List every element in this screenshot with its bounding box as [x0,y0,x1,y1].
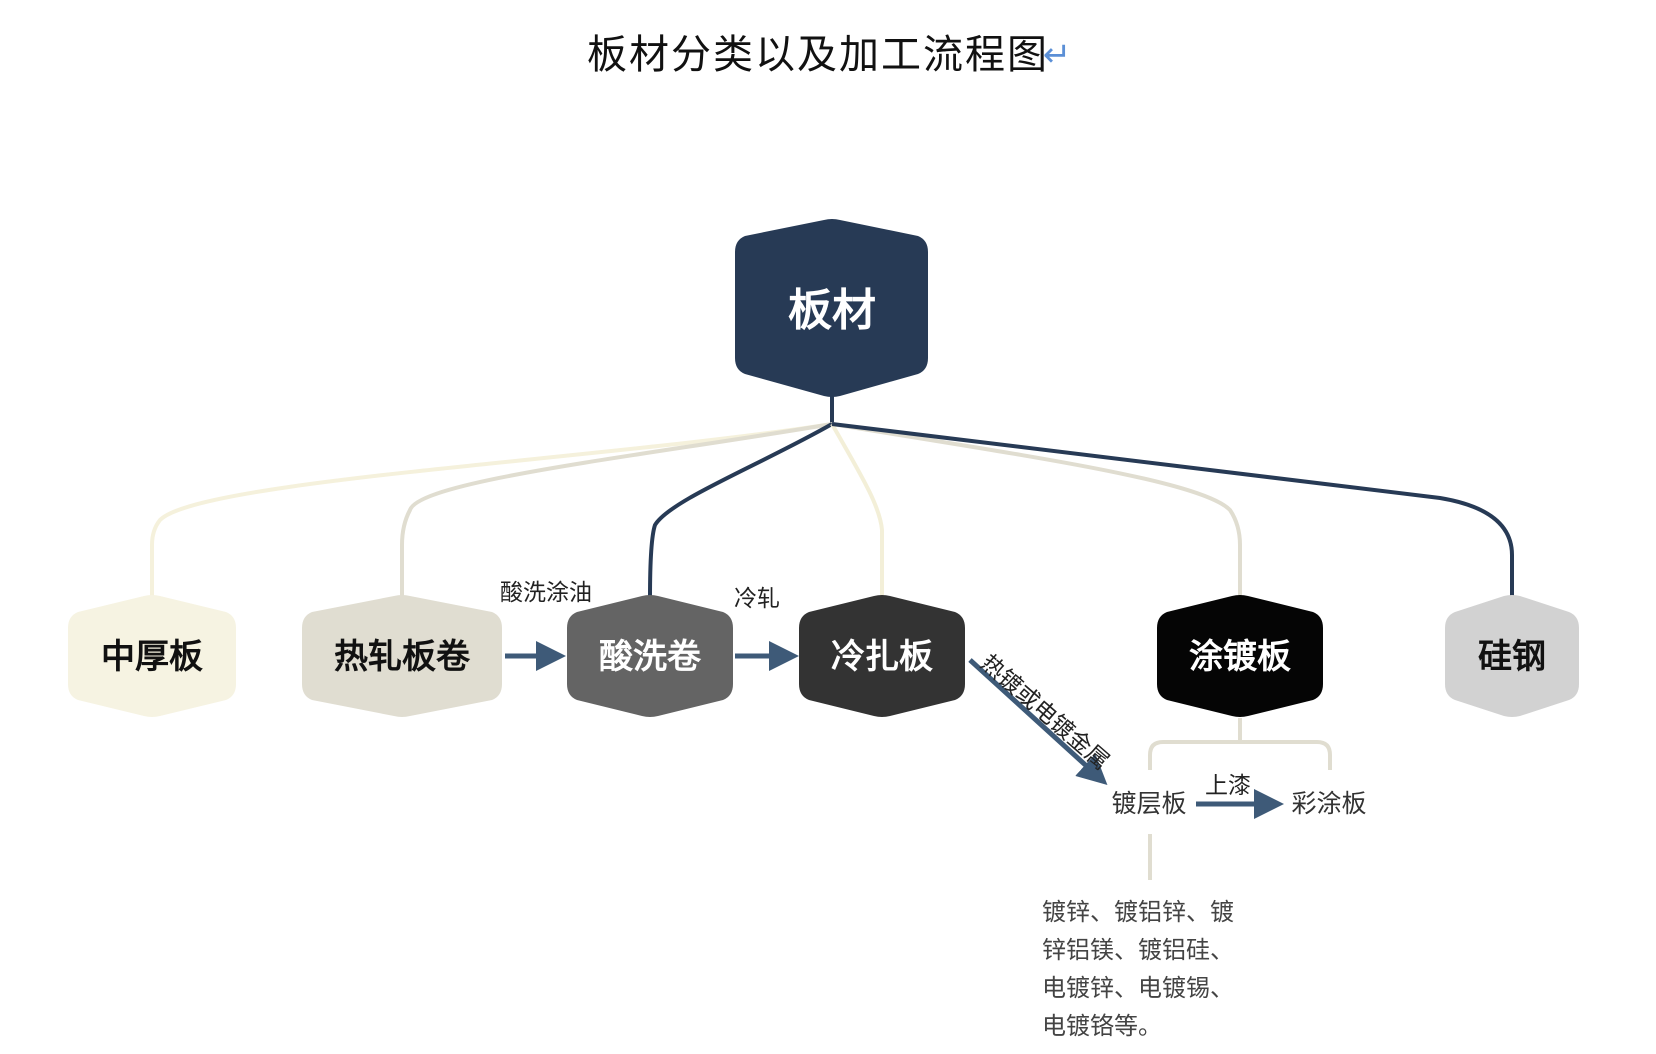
root-label: 板材 [788,285,876,336]
sub-product-color-coated: 彩涂板 [1291,789,1366,818]
category-label: 涂镀板 [1189,637,1291,677]
note-line: 锌铝镁、镀铝硅、 [1042,936,1234,964]
category-hexagon [799,595,965,717]
coating-note: 镀锌、镀铝锌、镀 锌铝镁、镀铝硅、 电镀锌、电镀锡、 电镀铬等。 [1042,898,1234,1040]
category-hexagon [68,595,236,717]
connector-tudubban [831,422,1242,598]
sub-bracket-bar [1148,740,1332,770]
arrow-plating [968,658,1108,786]
process-label-pickling: 酸洗涂油 [500,580,592,606]
root-hexagon [735,219,928,397]
category-label: 硅钢 [1478,637,1546,677]
category-hexagon [567,595,733,717]
connector-lengzhaban [830,423,884,598]
process-label-cold-rolling: 冷轧 [734,586,780,612]
process-label-plating: 热镀或电镀金属 [975,650,1114,775]
category-node-suanxijuan[interactable]: 酸洗卷 [567,595,733,717]
category-hexagon [1157,595,1323,717]
category-node-lengzhaban[interactable]: 冷扎板 [799,595,965,717]
category-node-rezhabanjuan[interactable]: 热轧板卷 [302,595,502,717]
category-node-guigang[interactable]: 硅钢 [1445,595,1579,717]
category-node-tudubban[interactable]: 涂镀板 [1157,595,1323,717]
connector-guigang [831,422,1514,598]
category-node-zhonghouban[interactable]: 中厚板 [68,595,236,717]
note-line: 电镀锌、电镀锡、 [1042,974,1234,1002]
connector-rezhabanjuan [400,422,833,598]
process-label-painting: 上漆 [1205,773,1251,799]
sub-product-coated: 镀层板 [1111,789,1186,818]
category-label: 热轧板卷 [334,637,471,677]
sub-bracket [1148,718,1332,880]
diagram-title: 板材分类以及加工流程图 [587,32,1049,78]
return-mark-icon: ↵ [1043,35,1072,75]
category-label: 中厚板 [101,637,203,677]
category-label: 冷扎板 [831,637,933,677]
connector-suanxijuan [648,422,833,599]
note-line: 镀锌、镀铝锌、镀 [1042,898,1234,926]
category-hexagon [302,595,502,717]
root-node[interactable]: 板材 [735,219,928,397]
note-line: 电镀铬等。 [1042,1012,1162,1040]
connector-zhonghouban [150,422,833,598]
category-label: 酸洗卷 [599,637,702,677]
connector-group [150,396,1514,599]
category-hexagon [1445,595,1579,717]
